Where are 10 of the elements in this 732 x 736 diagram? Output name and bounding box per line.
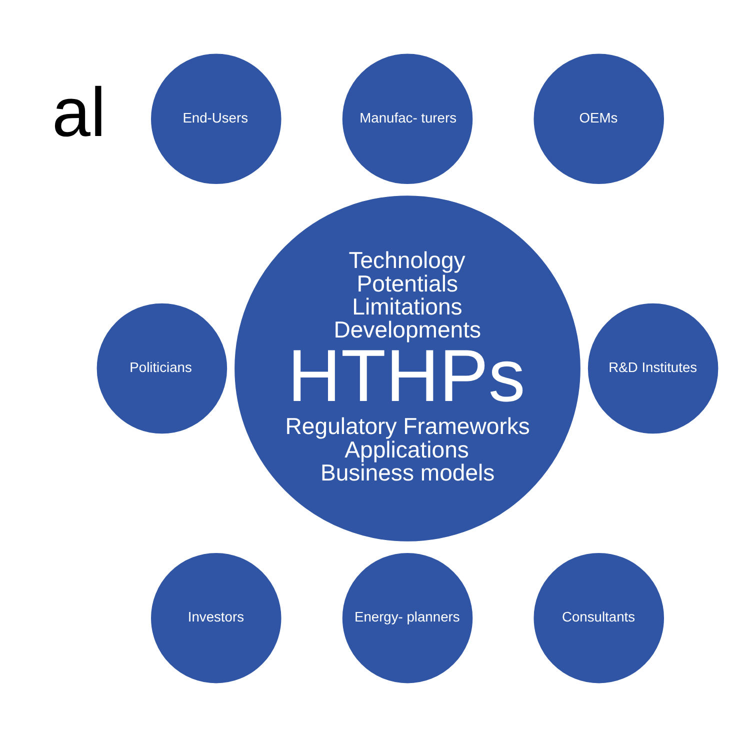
node-circle: Investors (148, 550, 284, 686)
label: al (52, 72, 106, 151)
node-circle: R&D Institutes (586, 300, 720, 436)
node-circle: End-Users (148, 50, 284, 186)
node-circle: Politicians (94, 300, 230, 436)
node-circle: Manufac- turers (340, 50, 475, 186)
node-circle: OEMs (531, 50, 666, 186)
node-circle: Energy- planners (340, 550, 475, 686)
node-circle: Technology Potentials Limitations Developments HTHPs Regulatory Frameworks Applications Business models (232, 192, 583, 544)
node-circle: Consultants (531, 550, 666, 686)
